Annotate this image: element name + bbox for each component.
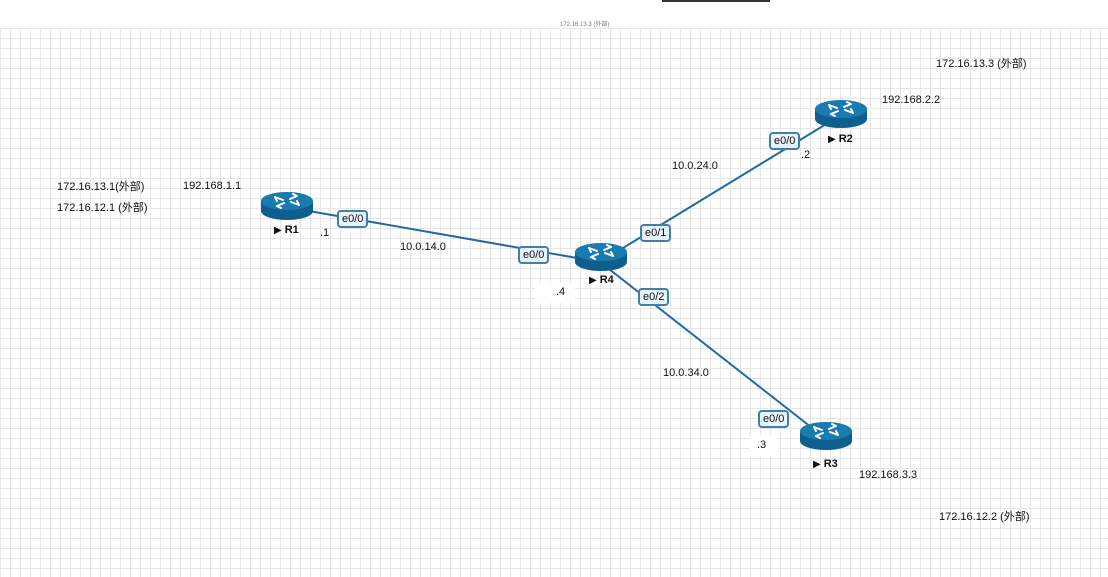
r3-host-pad bbox=[750, 436, 778, 456]
r1-external-ip-1: 172.16.13.1(外部) bbox=[57, 181, 145, 193]
r1-interface-label[interactable]: e0/0 bbox=[337, 210, 369, 228]
router-r3-icon[interactable] bbox=[799, 421, 853, 451]
r2-external-ip: 172.16.13.3 (外部) bbox=[936, 58, 1027, 70]
network-10-0-34-0: 10.0.34.0 bbox=[663, 367, 709, 379]
r3-external-ip: 172.16.12.2 (外部) bbox=[939, 511, 1030, 523]
r4-r3-interface-label[interactable]: e0/2 bbox=[638, 288, 670, 306]
link-r1-r4[interactable] bbox=[285, 206, 601, 263]
router-r2-label[interactable]: ▶R2 bbox=[828, 133, 853, 145]
play-triangle-icon: ▶ bbox=[274, 225, 282, 236]
top-title: 172.16.13.3 (外部) bbox=[560, 22, 610, 28]
router-r1-icon[interactable] bbox=[260, 191, 314, 221]
bottom-faint-strip bbox=[150, 571, 800, 577]
r4-host-label: .4 bbox=[556, 286, 566, 298]
router-r3-label[interactable]: ▶R3 bbox=[813, 458, 838, 470]
network-10-0-14-0: 10.0.14.0 bbox=[400, 241, 446, 253]
r3-interface-label[interactable]: e0/0 bbox=[758, 410, 790, 428]
r4-host-pad bbox=[535, 283, 575, 303]
top-strip: 172.16.13.3 (外部) bbox=[0, 0, 1108, 28]
link-r4-r2[interactable] bbox=[599, 114, 842, 263]
r4-r2-interface-label[interactable]: e0/1 bbox=[640, 224, 672, 242]
r1-external-ip-2: 172.16.12.1 (外部) bbox=[57, 202, 148, 214]
r3-host-label: .3 bbox=[757, 439, 767, 451]
router-r4-icon[interactable] bbox=[574, 242, 628, 272]
link-r4-r3[interactable] bbox=[599, 261, 826, 439]
play-triangle-icon: ▶ bbox=[828, 134, 836, 145]
router-r2-icon[interactable] bbox=[814, 99, 868, 129]
r1-host-label: .1 bbox=[320, 227, 330, 239]
play-triangle-icon: ▶ bbox=[813, 459, 821, 470]
r2-interface-label[interactable]: e0/0 bbox=[769, 132, 801, 150]
r1-loopback-ip: 192.168.1.1 bbox=[183, 180, 242, 192]
r3-loopback-ip: 192.168.3.3 bbox=[859, 469, 918, 481]
router-r1-label[interactable]: ▶R1 bbox=[274, 224, 299, 236]
r2-loopback-ip: 192.168.2.2 bbox=[882, 94, 941, 106]
play-triangle-icon: ▶ bbox=[589, 275, 597, 286]
top-bar-mark bbox=[662, 0, 770, 2]
r4-r1-interface-label[interactable]: e0/0 bbox=[518, 246, 550, 264]
r2-host-label: .2 bbox=[801, 149, 811, 161]
router-r4-label[interactable]: ▶R4 bbox=[589, 274, 614, 286]
network-10-0-24-0: 10.0.24.0 bbox=[672, 160, 718, 172]
